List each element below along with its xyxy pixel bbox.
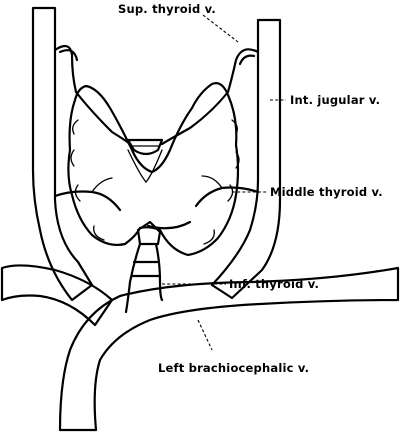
superior-thyroid-veins [53, 44, 260, 146]
middle-thyroid-veins [53, 175, 260, 212]
thyroid-gland [67, 82, 240, 257]
left-internal-jugular-vein [210, 18, 282, 300]
leader-lines [162, 14, 286, 351]
right-internal-jugular-vein [31, 6, 94, 302]
inferior-thyroid-veins [124, 220, 192, 314]
label-middle-thyroid-v: Middle thyroid v. [270, 185, 383, 199]
right-brachiocephalic-vein [0, 264, 114, 327]
label-sup-thyroid-v: Sup. thyroid v. [118, 2, 216, 16]
label-int-jugular-v: Int. jugular v. [290, 93, 380, 107]
left-brachiocephalic-vein [58, 266, 400, 432]
label-inf-thyroid-v: Inf. thyroid v. [229, 277, 319, 291]
label-left-brachiocephalic-v: Left brachiocephalic v. [158, 361, 309, 375]
